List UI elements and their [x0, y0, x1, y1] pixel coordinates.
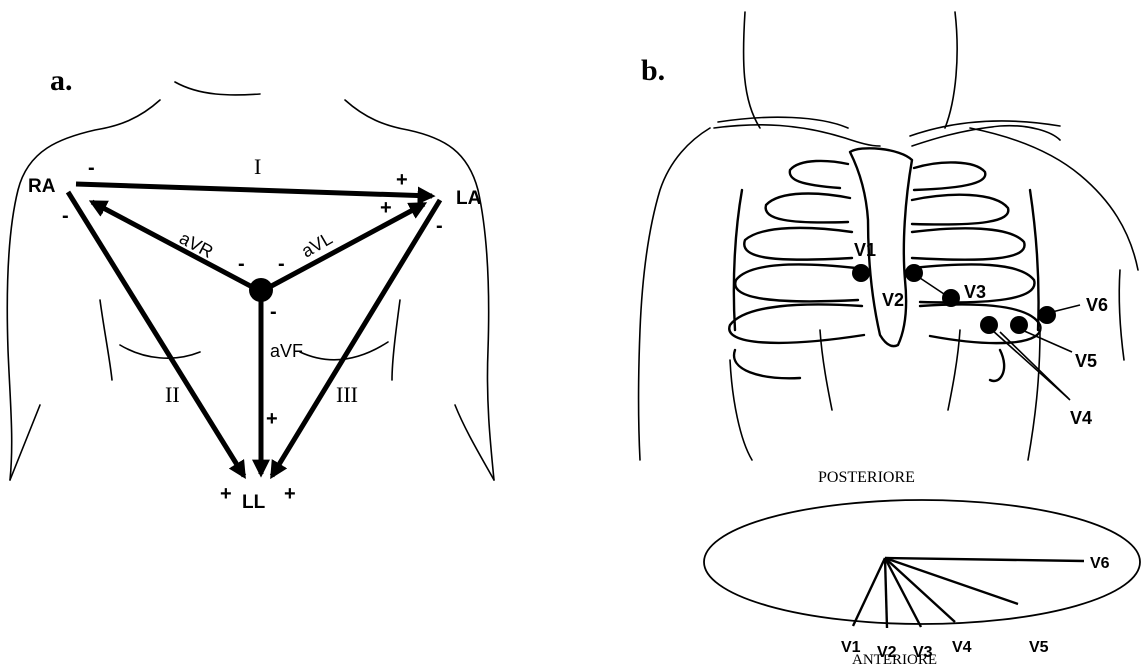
minus-sign: -: [436, 215, 443, 237]
lead-label-ii: II: [165, 382, 180, 407]
plane-label-v4: V4: [952, 639, 972, 656]
lead-label-iii: III: [336, 382, 358, 407]
posteriore-label: POSTERIORE: [818, 469, 915, 486]
electrode-v4: [980, 316, 998, 334]
horizontal-plane-diagram: POSTERIORE V1 V2 V3 V4 V5 V6 ANTERIORE: [704, 469, 1140, 665]
panel-b-label: b.: [641, 54, 665, 87]
plane-label-v6: V6: [1090, 555, 1110, 572]
chest-label-v1: V1: [854, 240, 876, 260]
ray-v2: [885, 558, 887, 628]
anteriore-label: ANTERIORE: [852, 652, 937, 665]
minus-sign: -: [238, 253, 245, 275]
electrode-v1: [852, 264, 870, 282]
chest-label-v6: V6: [1086, 295, 1108, 315]
polarity-signs: + + + + + + - - - - - -: [62, 157, 443, 505]
plus-sign: +: [396, 169, 408, 191]
chest-label-v3: V3: [964, 282, 986, 302]
plus-sign: +: [380, 197, 392, 219]
minus-sign: -: [88, 157, 95, 179]
minus-sign: -: [270, 301, 277, 323]
plane-label-v5: V5: [1029, 639, 1049, 656]
heart-center-dot: [249, 278, 273, 302]
plus-sign: +: [220, 483, 232, 505]
plus-sign: +: [284, 483, 296, 505]
panel-b: b.: [639, 12, 1141, 665]
electrode-v2: [905, 264, 923, 282]
plus-sign: +: [266, 408, 278, 430]
panel-a-label: a.: [50, 64, 73, 97]
chest-label-v4: V4: [1070, 408, 1092, 428]
electrode-v3: [942, 289, 960, 307]
avl-vector: [264, 204, 424, 290]
electrode-label-ra: RA: [28, 176, 56, 197]
chest-label-v2: V2: [882, 290, 904, 310]
ray-v1: [853, 558, 885, 626]
minus-sign: -: [278, 253, 285, 275]
minus-sign: -: [62, 205, 69, 227]
ray-v4: [885, 558, 955, 622]
electrode-v6: [1038, 306, 1056, 324]
electrode-label-la: LA: [456, 188, 482, 209]
lead-label-avf: aVF: [270, 341, 303, 361]
lead-i-vector: [76, 184, 432, 196]
panel-a: a. RA LA LL I II III aVR aVL: [7, 64, 494, 513]
avr-vector: [92, 202, 258, 290]
plus-sign: +: [96, 198, 108, 220]
electrode-label-ll: LL: [242, 492, 266, 513]
chest-label-v5: V5: [1075, 351, 1097, 371]
ray-v6: [885, 558, 1084, 561]
lead-label-i: I: [254, 154, 261, 179]
torso-outline-a: [7, 82, 494, 480]
